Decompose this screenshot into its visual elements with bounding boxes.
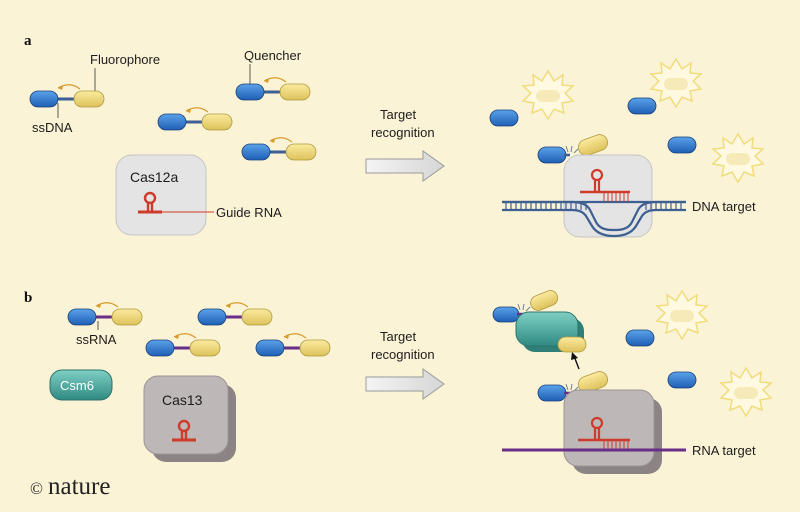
cas13-label: Cas13 — [162, 392, 203, 408]
cleavage-spark — [517, 303, 531, 312]
ssrna-reporter — [66, 301, 144, 327]
csm6-enzyme — [49, 369, 113, 401]
ssdna-label: ssDNA — [32, 120, 73, 135]
cleaved-quencher — [537, 146, 567, 164]
target-recognition-label-b1: Target — [380, 329, 417, 344]
ssdna-reporter — [234, 76, 312, 102]
rna-target-label: RNA target — [692, 443, 756, 458]
fluorescence-burst — [650, 58, 702, 108]
cas12a-enzyme — [115, 154, 207, 236]
ssdna-reporter — [156, 106, 234, 132]
free-quencher — [667, 136, 697, 154]
cyclic-oligo-activator — [557, 336, 587, 353]
quencher-label: Quencher — [244, 48, 302, 63]
cleaved-quencher — [537, 384, 567, 402]
released-fluorophore — [530, 290, 559, 311]
target-recognition-label-b2: recognition — [371, 347, 435, 362]
free-quencher — [667, 371, 697, 389]
fluorescence-burst — [720, 367, 772, 417]
dna-target-label: DNA target — [692, 199, 756, 214]
panel-b-letter: b — [24, 290, 32, 306]
ssrna-label: ssRNA — [76, 332, 117, 347]
bound-guide-rna — [578, 416, 630, 450]
fluorescence-burst — [522, 70, 574, 120]
cas13-enzyme — [143, 375, 229, 455]
panel-a-letter: a — [24, 33, 32, 49]
ssrna-reporter — [196, 301, 274, 327]
fluorophore-label: Fluorophore — [90, 52, 160, 67]
fluorescence-burst — [712, 133, 764, 183]
cas12a-label: Cas12a — [130, 169, 178, 185]
bound-guide-rna — [580, 168, 630, 194]
free-quencher — [627, 97, 657, 115]
free-quencher — [489, 109, 519, 127]
released-fluorophore — [578, 134, 608, 156]
free-quencher — [625, 329, 655, 347]
fluorescence-burst — [656, 290, 708, 340]
csm6-label: Csm6 — [60, 378, 94, 393]
cleavage-spark — [565, 145, 579, 154]
guide-rna-label: Guide RNA — [216, 205, 282, 220]
ssdna-reporter — [28, 83, 106, 109]
copyright-symbol: © — [30, 479, 43, 498]
dna-target-duplex — [502, 192, 686, 238]
reaction-arrow-b — [365, 368, 445, 400]
ssrna-reporter — [254, 332, 332, 358]
reaction-arrow-a — [365, 150, 445, 182]
nature-logo: nature — [48, 473, 110, 500]
ssdna-reporter — [240, 136, 318, 162]
ssrna-reporter — [144, 332, 222, 358]
target-recognition-label-a1: Target — [380, 107, 417, 122]
target-recognition-label-a2: recognition — [371, 125, 435, 140]
cleaved-quencher — [492, 306, 520, 323]
activated-cas13 — [563, 389, 655, 467]
